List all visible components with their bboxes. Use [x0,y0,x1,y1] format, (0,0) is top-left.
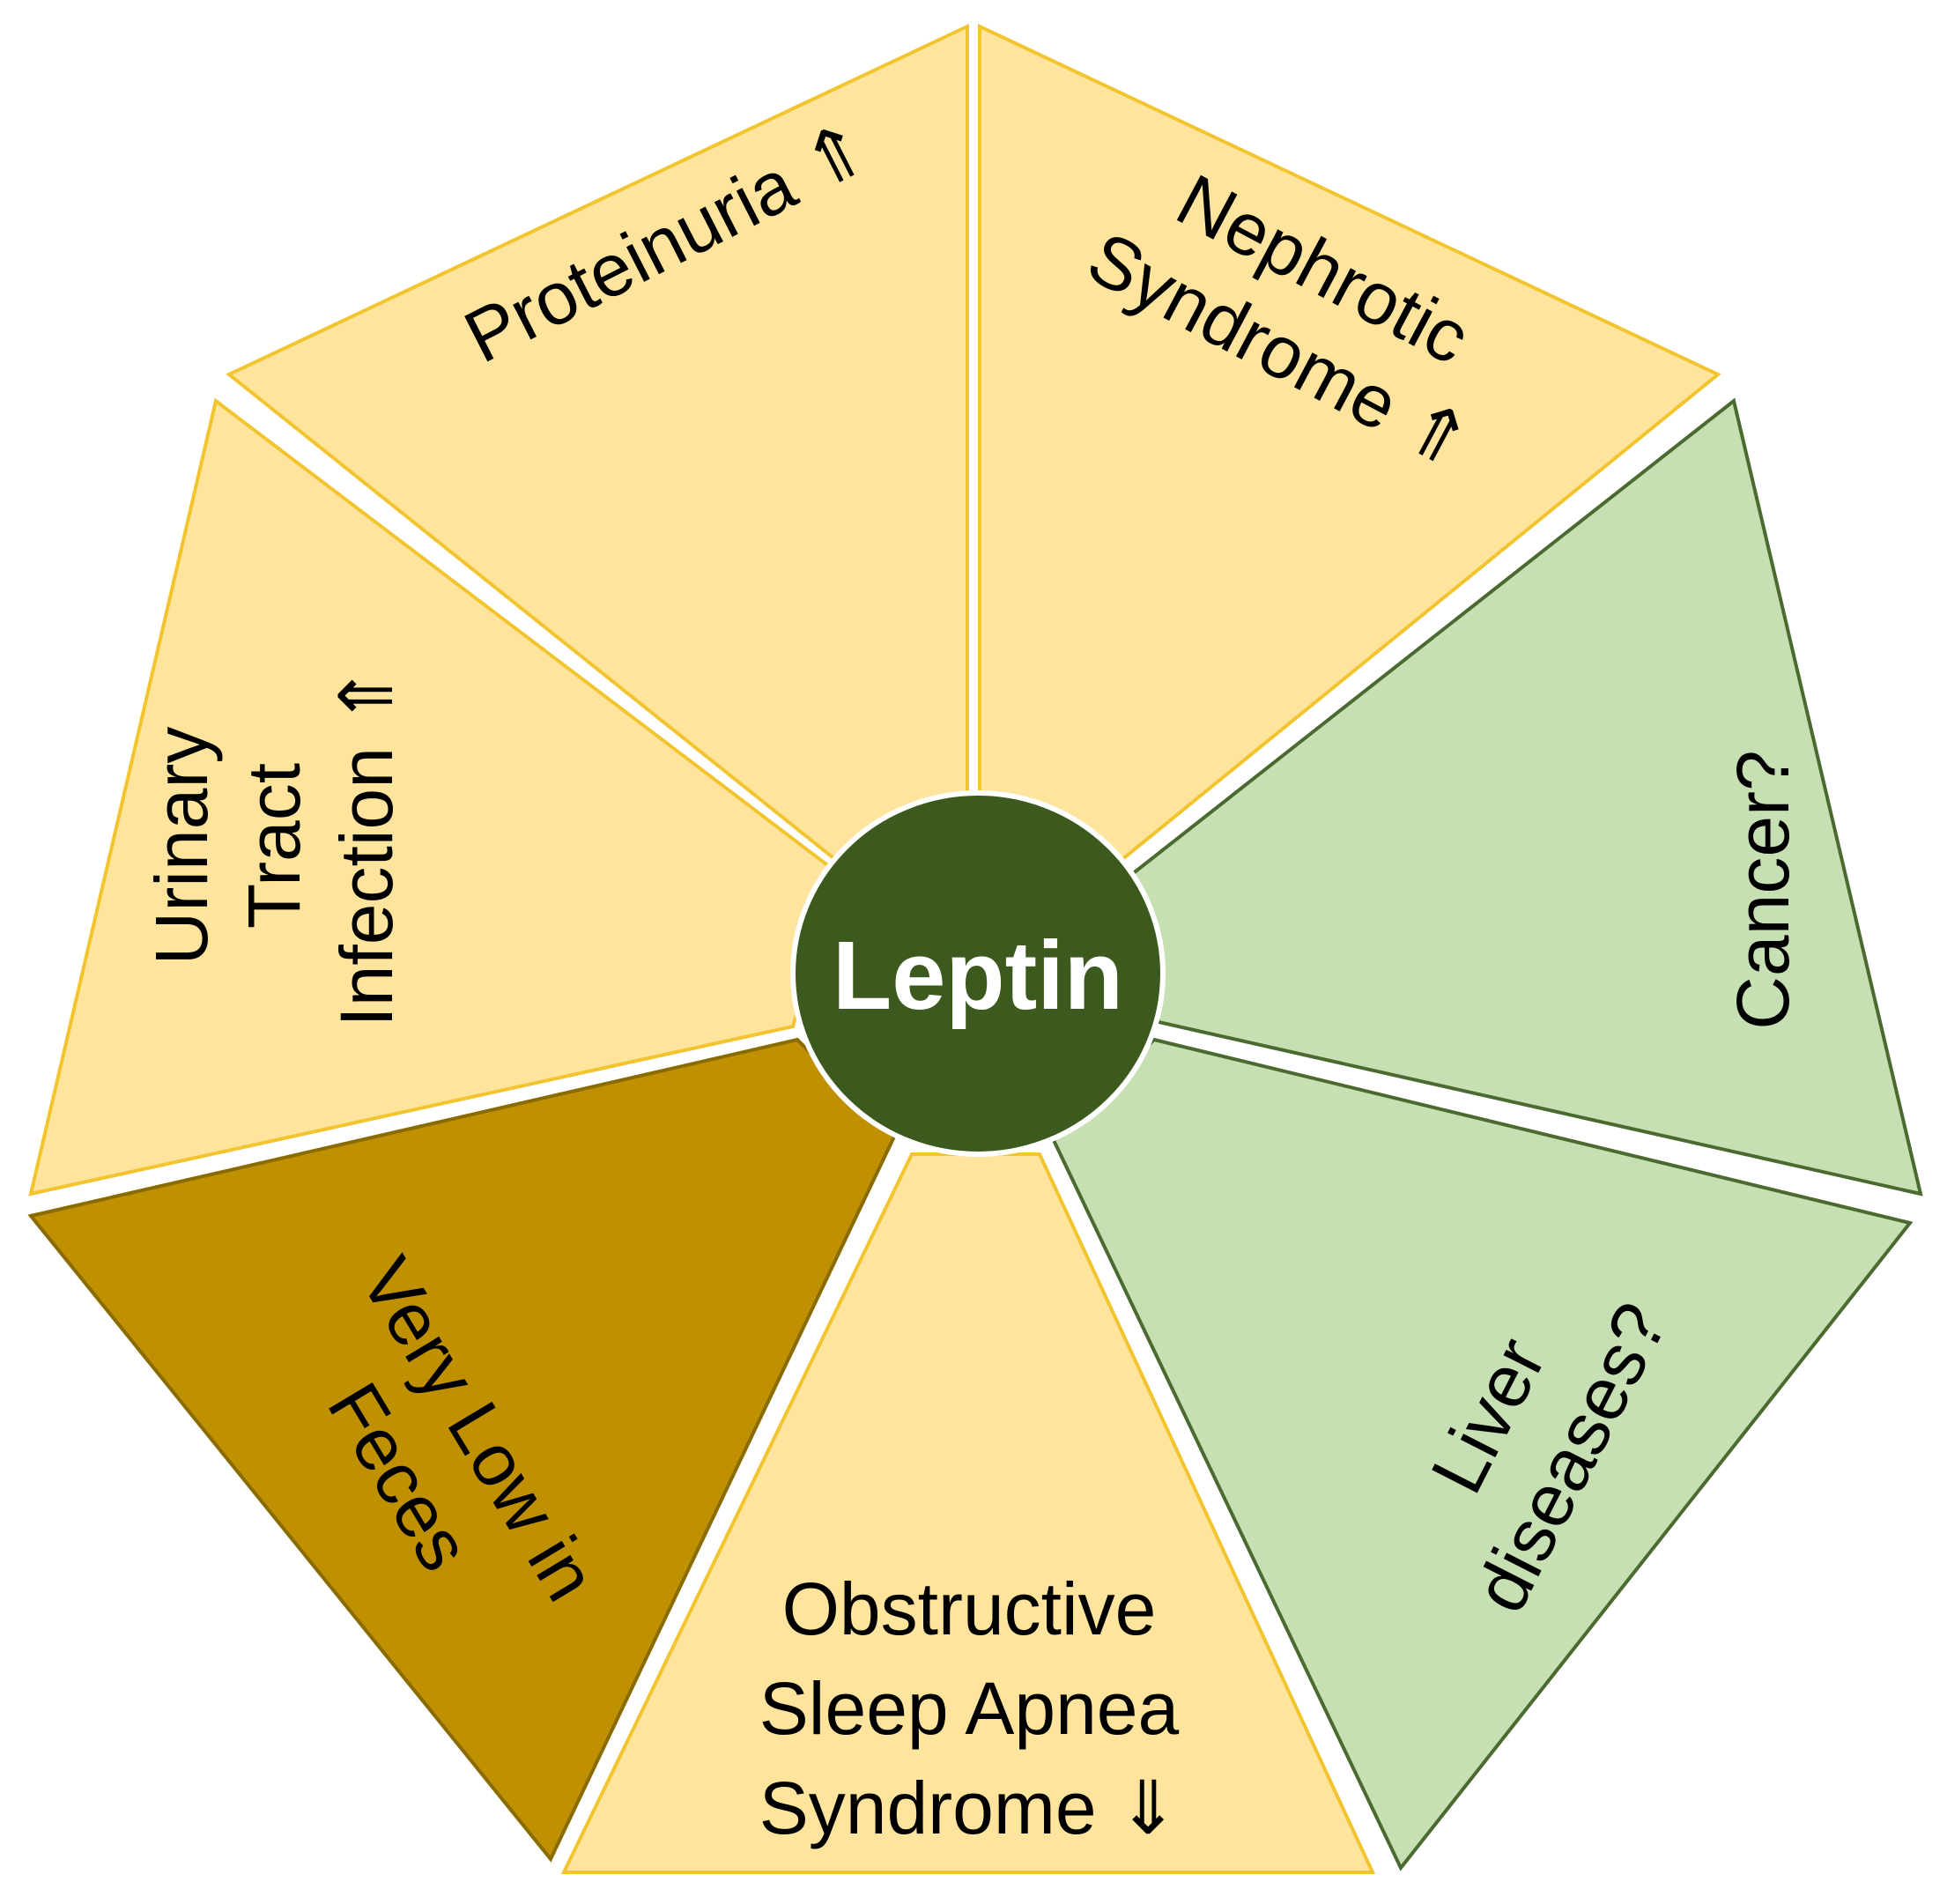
segment-obstructive-sleep-apnea: Obstructive Sleep Apnea Syndrome ⇓ [560,1152,1376,1874]
segment-obstructive-sleep-apnea-label-line-1: Obstructive [782,1567,1157,1650]
segment-urinary-tract-infection-label-line-3: Infection ⇑ [325,664,408,1026]
segment-obstructive-sleep-apnea-label-line-3: Syndrome ⇓ [759,1767,1180,1849]
segment-obstructive-sleep-apnea-label-line-2: Sleep Apnea [759,1667,1180,1750]
segment-nephrotic-syndrome: Nephrotic Syndrome ⇑ [978,23,1721,871]
segment-urinary-tract-infection-label-line-2: Tract [233,763,315,929]
segment-urinary-tract-infection-shape [28,397,840,1196]
center-label: Leptin [833,922,1123,1030]
segment-urinary-tract-infection-label-line-1: Urinary [140,727,223,966]
center-circle [790,790,1166,1157]
segment-cancer-label-line-1: Cancer? [1721,750,1804,1030]
center-node: Leptin [790,790,1166,1157]
segment-urinary-tract-infection: Urinary Tract Infection ⇑ [28,397,840,1196]
